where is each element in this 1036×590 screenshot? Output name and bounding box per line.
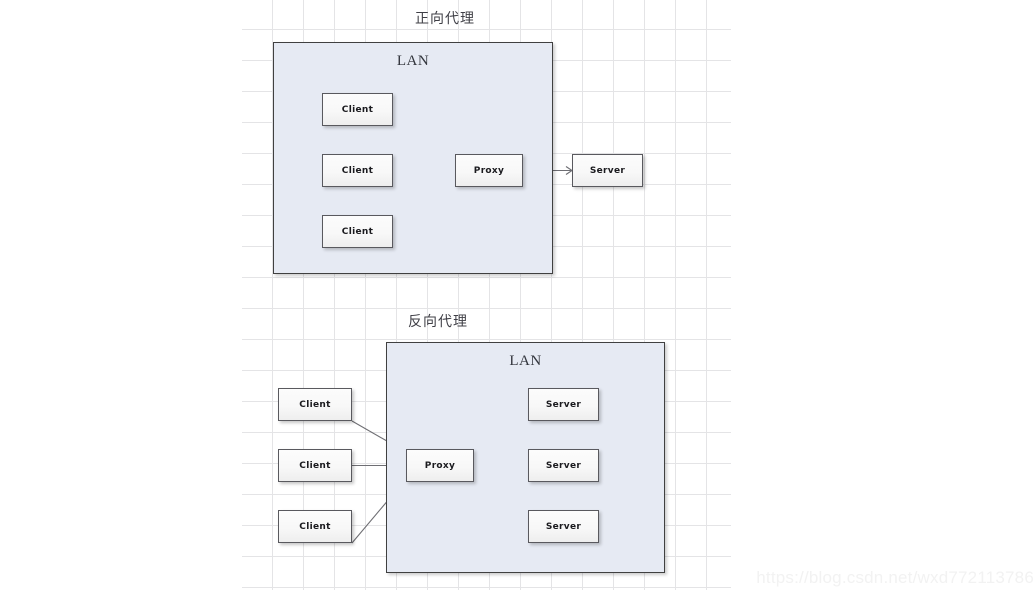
- node-label: Server: [589, 165, 626, 176]
- node-client[interactable]: Client: [322, 93, 393, 126]
- lan-label: LAN: [509, 353, 542, 369]
- node-server[interactable]: Server: [528, 388, 599, 421]
- node-label: Server: [545, 460, 582, 471]
- node-label: Client: [299, 399, 331, 410]
- node-client[interactable]: Client: [278, 510, 352, 543]
- node-label: Client: [299, 521, 331, 532]
- node-label: Client: [341, 104, 374, 115]
- node-client[interactable]: Client: [322, 215, 393, 248]
- lan-label: LAN: [396, 53, 430, 69]
- title-reverse-proxy: 反向代理: [408, 314, 468, 330]
- node-server[interactable]: Server: [528, 449, 599, 482]
- node-label: Client: [341, 226, 374, 237]
- node-server[interactable]: Server: [572, 154, 643, 187]
- node-label: Proxy: [473, 165, 505, 176]
- node-label: Client: [341, 165, 374, 176]
- node-label: Server: [545, 521, 582, 532]
- title-forward-proxy: 正向代理: [415, 11, 475, 27]
- node-label: Client: [299, 460, 331, 471]
- watermark-url: https://blog.csdn.net/wxd772113786: [756, 568, 1034, 587]
- node-client[interactable]: Client: [278, 449, 352, 482]
- node-client[interactable]: Client: [322, 154, 393, 187]
- node-server[interactable]: Server: [528, 510, 599, 543]
- node-label: Proxy: [424, 460, 456, 471]
- node-proxy[interactable]: Proxy: [406, 449, 474, 482]
- node-label: Server: [545, 399, 582, 410]
- node-proxy[interactable]: Proxy: [455, 154, 523, 187]
- node-client[interactable]: Client: [278, 388, 352, 421]
